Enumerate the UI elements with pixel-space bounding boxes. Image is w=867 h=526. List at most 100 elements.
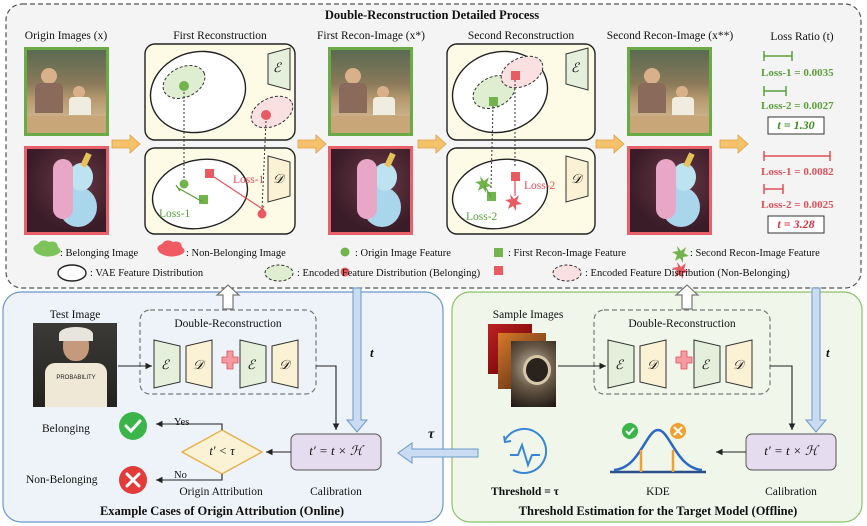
decoder-label: 𝒟 — [733, 357, 744, 372]
plus-icon — [675, 350, 693, 370]
flow-arrows — [111, 134, 749, 154]
t-label-left: t — [370, 345, 374, 360]
threshold-icon — [503, 427, 548, 474]
test-image: PROBABILITY — [33, 323, 117, 407]
vae-distribution — [151, 158, 249, 230]
encoded-nonbelonging-dist — [250, 95, 294, 129]
plus-icon — [221, 350, 239, 370]
col-first-rec: First Reconstruction — [173, 30, 267, 42]
threshold-label: Threshold = τ — [491, 486, 559, 498]
offline-caption: Threshold Estimation for the Target Mode… — [518, 504, 798, 518]
red-loss1: Loss-1 = 0.0082 — [761, 166, 834, 178]
first-recon-image-belonging — [328, 47, 413, 136]
double-recon-box-right — [593, 309, 771, 395]
loss-bars-red — [763, 151, 831, 194]
encoder-label: ℰ — [615, 357, 623, 372]
tau-label: τ — [428, 427, 435, 442]
legend-first-recon-feature: : First Recon-Image Feature — [508, 248, 627, 259]
col-second-rec: Second Reconstruction — [467, 30, 575, 42]
loss2-label-green: Loss-2 — [466, 211, 498, 223]
belonging-label: Belonging — [42, 423, 90, 435]
loss-bars-green — [763, 51, 793, 96]
calibration-label-right: Calibration — [765, 486, 817, 498]
encoder-trapezoid — [565, 47, 589, 91]
legend-enc-belonging: : Encoded Feature Distribution (Belongin… — [297, 268, 481, 279]
second-recon-feature-star-green — [475, 176, 492, 193]
legend-enc-nonbelonging: : Encoded Feature Distribution (Non-Belo… — [585, 268, 790, 279]
decoder-label: 𝒟 — [273, 171, 284, 186]
red-t: t = 3.28 — [777, 217, 815, 231]
online-caption: Example Cases of Origin Attribution (Onl… — [99, 504, 345, 518]
double-recon-box-left — [139, 309, 317, 395]
double-recon-modules-right — [607, 339, 753, 389]
first-recon-feature-square-red — [511, 172, 520, 181]
encoder-label: ℰ — [701, 357, 709, 372]
kde-label: KDE — [646, 486, 670, 498]
double-recon-modules-left — [153, 339, 299, 389]
origin-feature-dot-red — [257, 209, 267, 219]
calibration-formula-left: t′ = t × ℋ — [309, 443, 363, 458]
first-recon-feature-square-green — [489, 97, 498, 106]
green-t: t = 1.30 — [777, 118, 815, 132]
second-recon-image-belonging — [627, 47, 712, 136]
legend-vae-dist: : VAE Feature Distribution — [90, 268, 204, 279]
second-recon-image-nonbelonging — [627, 146, 712, 235]
first-recon-feature-square-green — [199, 195, 208, 204]
decoder-trapezoid — [267, 155, 291, 203]
origin-feature-dot-red — [261, 110, 271, 120]
origin-image-belonging — [24, 47, 109, 136]
legend-second-recon-feature: : Second Recon-Image Feature — [690, 248, 820, 259]
non-belonging-label: Non-Belonging — [26, 474, 98, 486]
decoder-label: 𝒟 — [647, 357, 658, 372]
decision-label: t′ < τ — [209, 444, 235, 458]
loss1-label-red: Loss-1 — [233, 174, 265, 186]
encoder-trapezoid — [267, 47, 291, 91]
shirt-text: PROBABILITY — [56, 375, 96, 381]
encoder-label: ℰ — [571, 60, 579, 75]
t-label-right: t — [826, 345, 830, 360]
decoder-label: 𝒟 — [193, 357, 204, 372]
encoder-label: ℰ — [273, 60, 281, 75]
sample-image-3 — [511, 341, 556, 407]
col-loss-ratio: Loss Ratio (t) — [770, 31, 834, 43]
green-loss1: Loss-1 = 0.0035 — [761, 67, 834, 79]
first-recon-image-nonbelonging — [328, 146, 413, 235]
origin-attribution-label: Origin Attribution — [179, 486, 263, 498]
loss2-label-red: Loss-2 — [524, 180, 556, 192]
double-recon-label-right: Double-Reconstruction — [628, 318, 736, 330]
no-label: No — [174, 470, 187, 481]
yes-label: Yes — [174, 417, 190, 428]
t-box-red — [767, 215, 825, 234]
encoder-label: ℰ — [247, 357, 255, 372]
red-loss2: Loss-2 = 0.0025 — [761, 199, 834, 211]
second-recon-feature-star-red — [505, 194, 522, 211]
check-icon — [119, 412, 147, 440]
calibration-label-left: Calibration — [310, 486, 362, 498]
green-loss2: Loss-2 = 0.0027 — [761, 100, 834, 112]
first-recon-feature-square-red — [511, 71, 520, 80]
col-origin: Origin Images (x) — [24, 30, 108, 42]
t-box-green — [767, 116, 825, 135]
col-second-img: Second Recon-Image (x**) — [606, 30, 734, 42]
legend-origin-feature: : Origin Image Feature — [355, 248, 451, 259]
col-first-img: First Recon-Image (x*) — [317, 30, 425, 42]
top-title: Double-Reconstruction Detailed Process — [324, 8, 540, 22]
double-recon-label-left: Double-Reconstruction — [174, 318, 282, 330]
first-recon-feature-square-green — [487, 192, 496, 201]
kde-icon — [610, 423, 706, 474]
loss1-label-green: Loss-1 — [159, 208, 191, 220]
legend-belonging-image: : Belonging Image — [60, 248, 139, 259]
decoder-trapezoid — [565, 155, 589, 203]
legend-nonbelonging-image: : Non-Belonging Image — [186, 248, 286, 259]
t-arrows — [345, 287, 828, 433]
first-recon-feature-square-red — [205, 169, 214, 178]
up-arrows — [215, 284, 700, 310]
encoder-label: ℰ — [161, 357, 169, 372]
tau-arrow — [397, 442, 479, 464]
vae-distribution — [451, 158, 549, 230]
sample-images-label: Sample Images — [492, 309, 564, 321]
legend-symbols — [33, 240, 689, 282]
decoder-label: 𝒟 — [279, 357, 290, 372]
calibration-formula-right: t′ = t × ℋ — [764, 443, 818, 458]
